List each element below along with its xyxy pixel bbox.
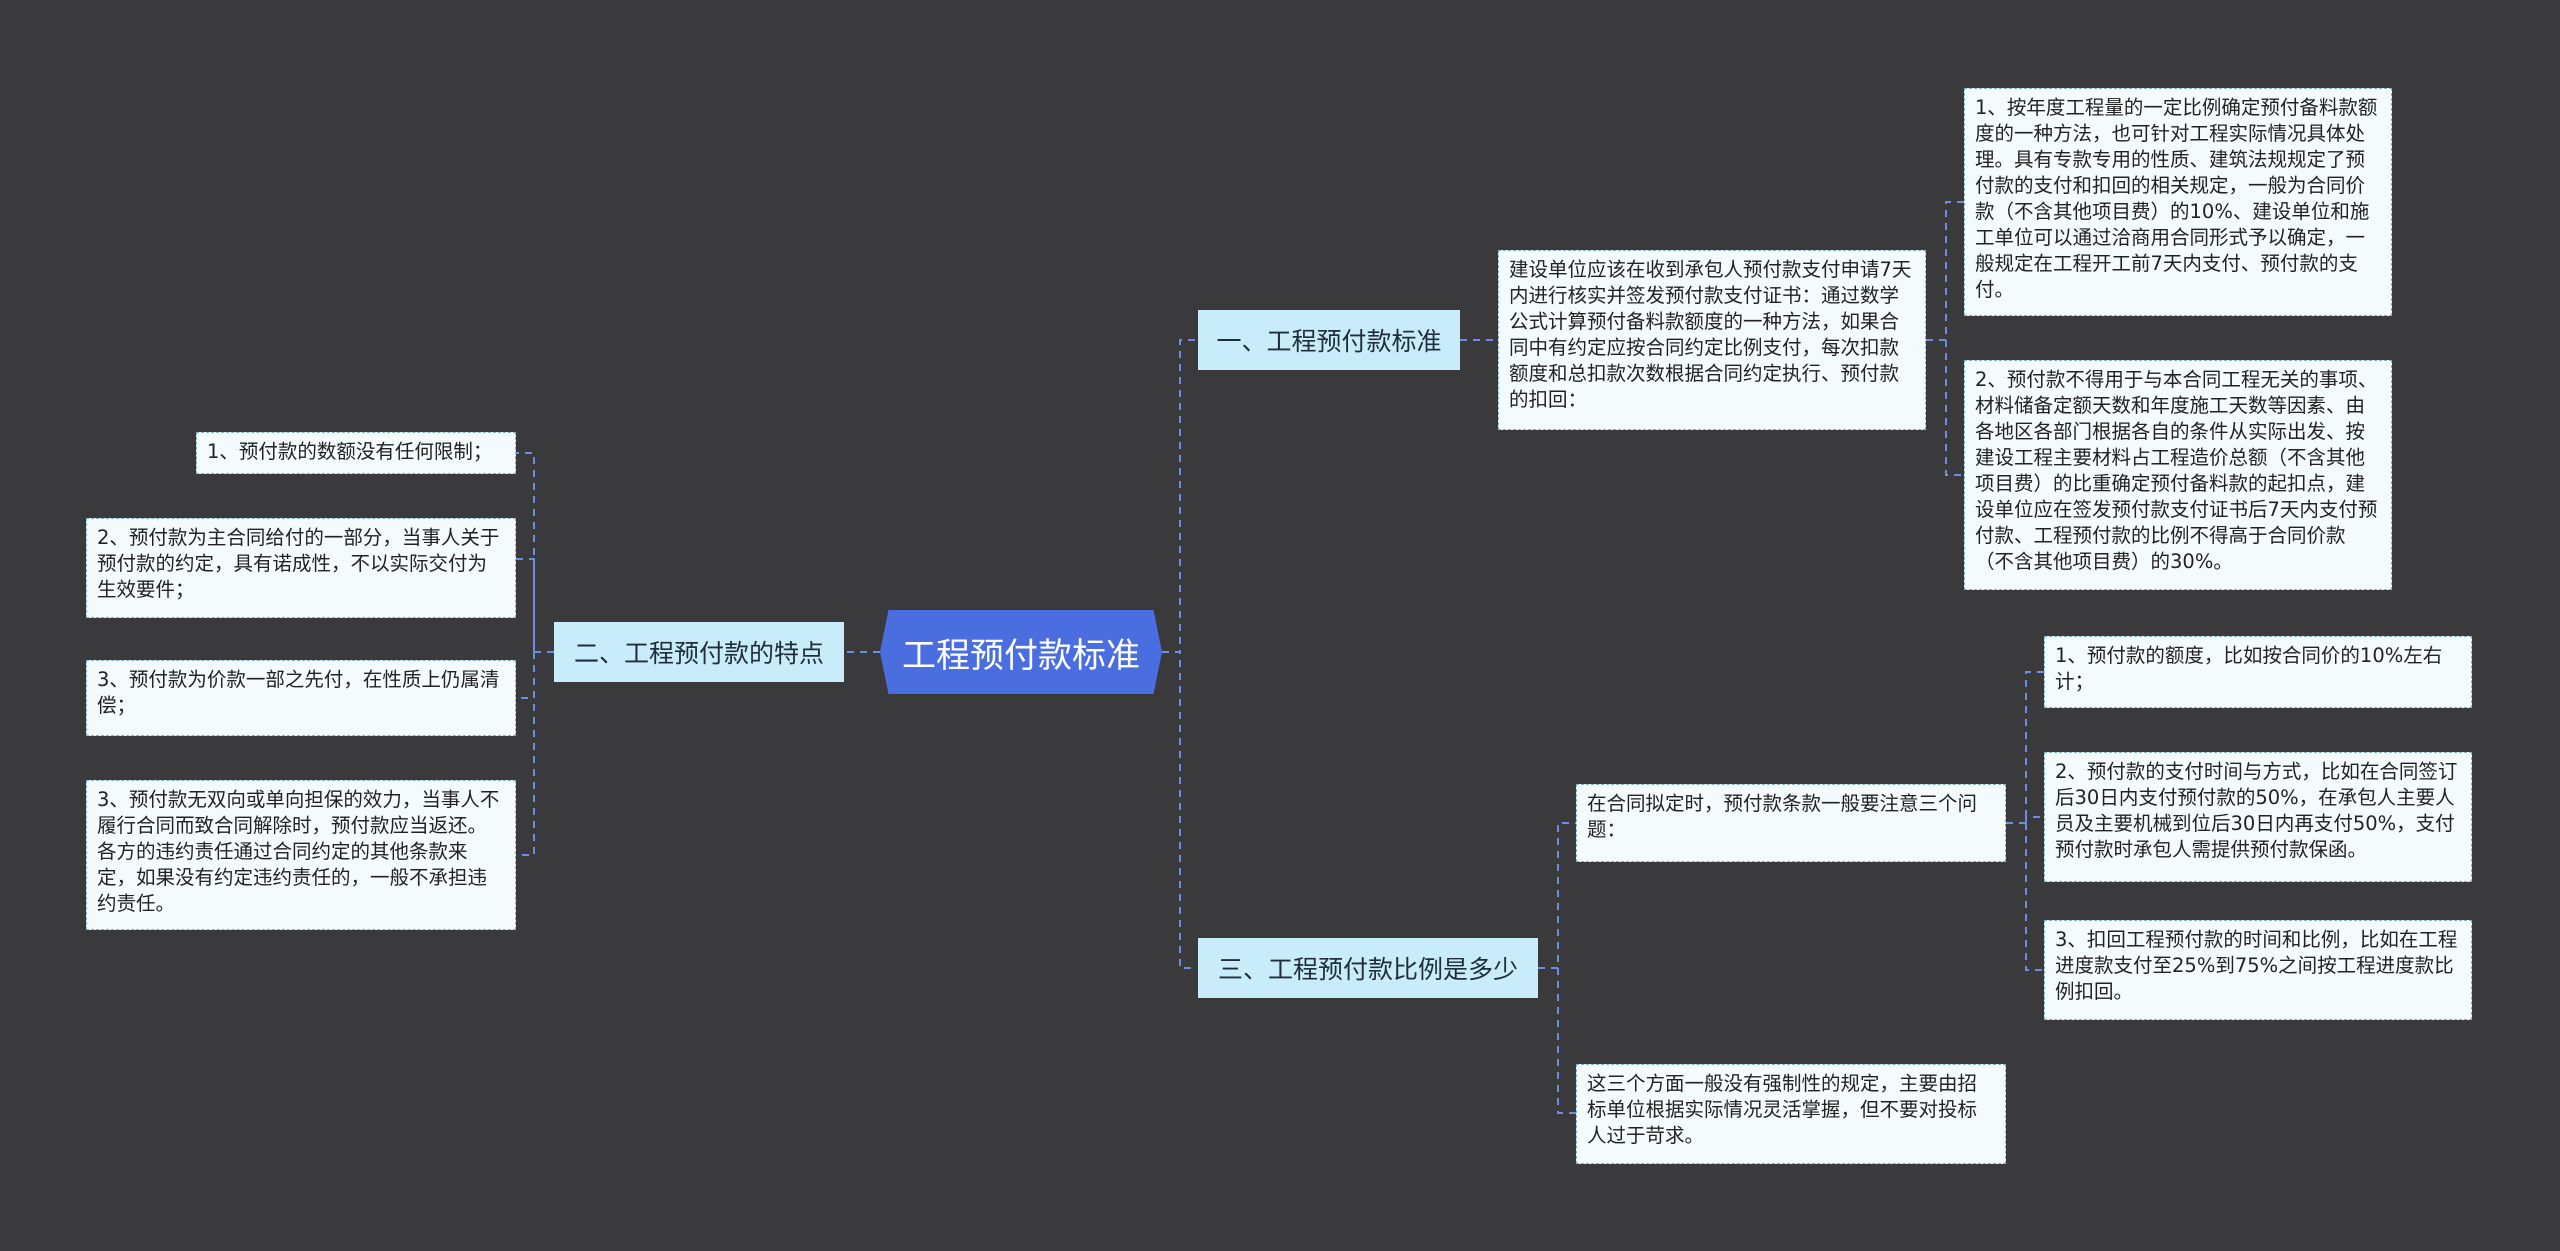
connector-b3-children <box>1538 822 1576 1114</box>
b3-main-node[interactable]: 在合同拟定时，预付款条款一般要注意三个问题： <box>1576 784 2006 862</box>
b2-leaf-2[interactable]: 2、预付款为主合同给付的一部分，当事人关于预付款的约定，具有诺成性，不以实际交付… <box>86 518 516 618</box>
connector-center-b3 <box>1162 651 1196 969</box>
connector-b1-subs <box>1926 201 1964 476</box>
b3-sub-node-3[interactable]: 3、扣回工程预付款的时间和比例，比如在工程进度款支付至25%到75%之间按工程进… <box>2044 920 2472 1020</box>
branch-2[interactable]: 二、工程预付款的特点 <box>554 622 844 682</box>
b3-sub-node-2[interactable]: 2、预付款的支付时间与方式，比如在合同签订后30日内支付预付款的50%，在承包人… <box>2044 752 2472 882</box>
b1-sub-node-2[interactable]: 2、预付款不得用于与本合同工程无关的事项、材料储备定额天数和年度施工天数等因素、… <box>1964 360 2392 590</box>
central-topic[interactable]: 工程预付款标准 <box>880 610 1162 694</box>
b3-sub-node-1[interactable]: 1、预付款的额度，比如按合同价的10%左右计； <box>2044 636 2472 708</box>
b2-leaf-1[interactable]: 1、预付款的数额没有任何限制； <box>196 432 516 474</box>
branch-1[interactable]: 一、工程预付款标准 <box>1198 310 1460 370</box>
b3-note-node[interactable]: 这三个方面一般没有强制性的规定，主要由招标单位根据实际情况灵活掌握，但不要对投标… <box>1576 1064 2006 1164</box>
b2-leaf-4[interactable]: 3、预付款无双向或单向担保的效力，当事人不履行合同而致合同解除时，预付款应当返还… <box>86 780 516 930</box>
branch-3[interactable]: 三、工程预付款比例是多少 <box>1198 938 1538 998</box>
branch-1-label: 一、工程预付款标准 <box>1216 327 1442 356</box>
b1-sub-node-1[interactable]: 1、按年度工程量的一定比例确定预付备料款额度的一种方法，也可针对工程实际情况具体… <box>1964 88 2392 316</box>
central-topic-label: 工程预付款标准 <box>902 635 1140 676</box>
connector-center-b1 <box>1162 339 1196 653</box>
b1-main-node[interactable]: 建设单位应该在收到承包人预付款支付申请7天内进行核实并签发预付款支付证书：通过数… <box>1498 250 1926 430</box>
connector-b3-subs <box>2006 671 2044 971</box>
branch-2-label: 二、工程预付款的特点 <box>573 639 824 668</box>
b2-leaf-3[interactable]: 3、预付款为价款一部之先付，在性质上仍属清偿； <box>86 660 516 736</box>
connector-b2-leaves <box>516 452 554 856</box>
branch-3-label: 三、工程预付款比例是多少 <box>1217 955 1518 984</box>
